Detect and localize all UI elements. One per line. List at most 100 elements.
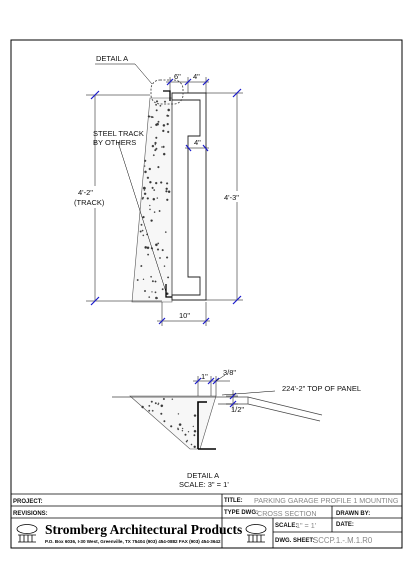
steel-track-label-line2: BY OTHERS <box>93 138 136 147</box>
aggregate-dot <box>143 189 146 191</box>
aggregate-dot <box>156 297 159 299</box>
concrete-aggregate <box>136 100 171 300</box>
aggregate-dot <box>159 104 162 107</box>
aggregate-dot <box>190 443 193 446</box>
aggregate-dot <box>152 197 156 201</box>
top-of-panel-label: 224'-2" TOP OF PANEL <box>282 384 361 393</box>
detail-steel-track <box>197 401 207 449</box>
aggregate-dot <box>162 129 165 133</box>
aggregate-dot <box>150 219 153 222</box>
aggregate-dot <box>154 141 157 145</box>
aggregate-dot <box>140 223 143 226</box>
detail-dim-1: 1" <box>201 372 208 381</box>
aggregate-dot <box>158 210 161 212</box>
aggregate-dot <box>144 159 147 162</box>
aggregate-dot <box>163 265 166 267</box>
detail-scale: SCALE: 3" = 1' <box>179 480 229 489</box>
aggregate-dot <box>151 186 154 189</box>
aggregate-dot <box>160 404 164 408</box>
aggregate-dot <box>142 278 145 281</box>
aggregate-dot <box>161 288 164 291</box>
aggregate-dot <box>156 248 160 251</box>
aggregate-dot <box>143 289 147 293</box>
aggregate-dot <box>166 182 169 185</box>
detail-dim-1-2: 1/2" <box>231 405 244 414</box>
aggregate-dot <box>167 130 170 134</box>
aggregate-dot <box>142 186 146 190</box>
aggregate-dot <box>150 400 153 403</box>
aggregate-dot <box>143 192 147 196</box>
aggregate-dot <box>139 230 142 233</box>
dim-top <box>166 77 210 93</box>
aggregate-dot <box>177 428 180 431</box>
aggregate-dot <box>148 409 151 412</box>
aggregate-dot <box>167 108 171 112</box>
aggregate-dot <box>153 189 156 191</box>
company-name: Stromberg Architectural Products <box>45 522 242 537</box>
aggregate-dot <box>154 402 157 405</box>
aggregate-dot <box>152 154 155 157</box>
aggregate-dot <box>162 397 165 401</box>
aggregate-dot <box>142 234 145 237</box>
type-label: TYPE DWG: <box>224 510 258 516</box>
title-block: PROJECT: REVISIONS: TITLE: PARKING GARAG… <box>11 493 403 548</box>
aggregate-dot <box>155 136 158 139</box>
aggregate-dot <box>157 242 160 245</box>
aggregate-dot <box>161 249 164 252</box>
aggregate-dot <box>153 211 156 213</box>
aggregate-dot <box>177 413 180 415</box>
aggregate-dot <box>170 425 173 428</box>
aggregate-dot <box>164 231 167 233</box>
aggregate-dot <box>193 445 196 449</box>
dim-top-4: 4" <box>193 72 200 81</box>
aggregate-dot <box>146 176 150 179</box>
aggregate-dot <box>193 434 196 437</box>
project-label: PROJECT: <box>13 499 43 505</box>
dwg-sheet-label: DWG. SHEET: <box>275 538 314 544</box>
dim-track-height-mask <box>72 186 100 208</box>
aggregate-dot <box>163 100 167 103</box>
aggregate-dot <box>160 412 163 415</box>
aggregate-dot <box>181 429 184 432</box>
drawn-by-label: DRAWN BY: <box>336 511 370 517</box>
aggregate-dot <box>151 144 155 148</box>
dim-bottom <box>157 302 210 326</box>
aggregate-dot <box>151 409 154 412</box>
company-logo-right <box>245 524 267 543</box>
main-section-view: DETAIL A STEEL TRACK BY OTHERS 4'-2" (TR… <box>72 54 250 326</box>
aggregate-dot <box>171 398 174 400</box>
company-logo-left <box>16 524 38 543</box>
aggregate-dot <box>152 116 154 118</box>
aggregate-dot <box>154 291 157 294</box>
aggregate-dot <box>155 243 158 247</box>
aggregate-dot <box>166 122 169 126</box>
aggregate-dot <box>142 215 145 219</box>
aggregate-dot <box>150 275 152 278</box>
aggregate-dot <box>185 440 188 443</box>
aggregate-dot <box>162 145 165 148</box>
detail-a-leader <box>95 63 153 85</box>
aggregate-dot <box>159 257 161 259</box>
dim-overall-height-value: 4'-3" <box>224 193 239 202</box>
aggregate-dot <box>163 420 166 423</box>
dim-mid <box>185 144 209 152</box>
aggregate-dot <box>192 425 195 428</box>
aggregate-dot <box>149 180 152 184</box>
aggregate-dot <box>162 124 166 127</box>
aggregate-dot <box>156 197 159 199</box>
date-label: DATE: <box>336 522 354 528</box>
dim-mid-4: 4" <box>194 138 201 147</box>
dim-bottom-10: 10" <box>179 311 190 320</box>
profile-panel <box>171 92 207 301</box>
aggregate-dot <box>167 190 171 194</box>
aggregate-dot <box>162 152 166 156</box>
aggregate-dot <box>184 433 187 436</box>
aggregate-dot <box>146 246 150 250</box>
revisions-label: REVISIONS: <box>13 511 48 517</box>
aggregate-dot <box>146 197 149 200</box>
aggregate-dot <box>157 403 159 406</box>
detail-a-view: 1" 3/8" 1/2" 224'-2" TOP OF PANEL DETAIL… <box>112 368 361 489</box>
aggregate-dot <box>142 196 145 199</box>
aggregate-dot <box>155 109 158 112</box>
